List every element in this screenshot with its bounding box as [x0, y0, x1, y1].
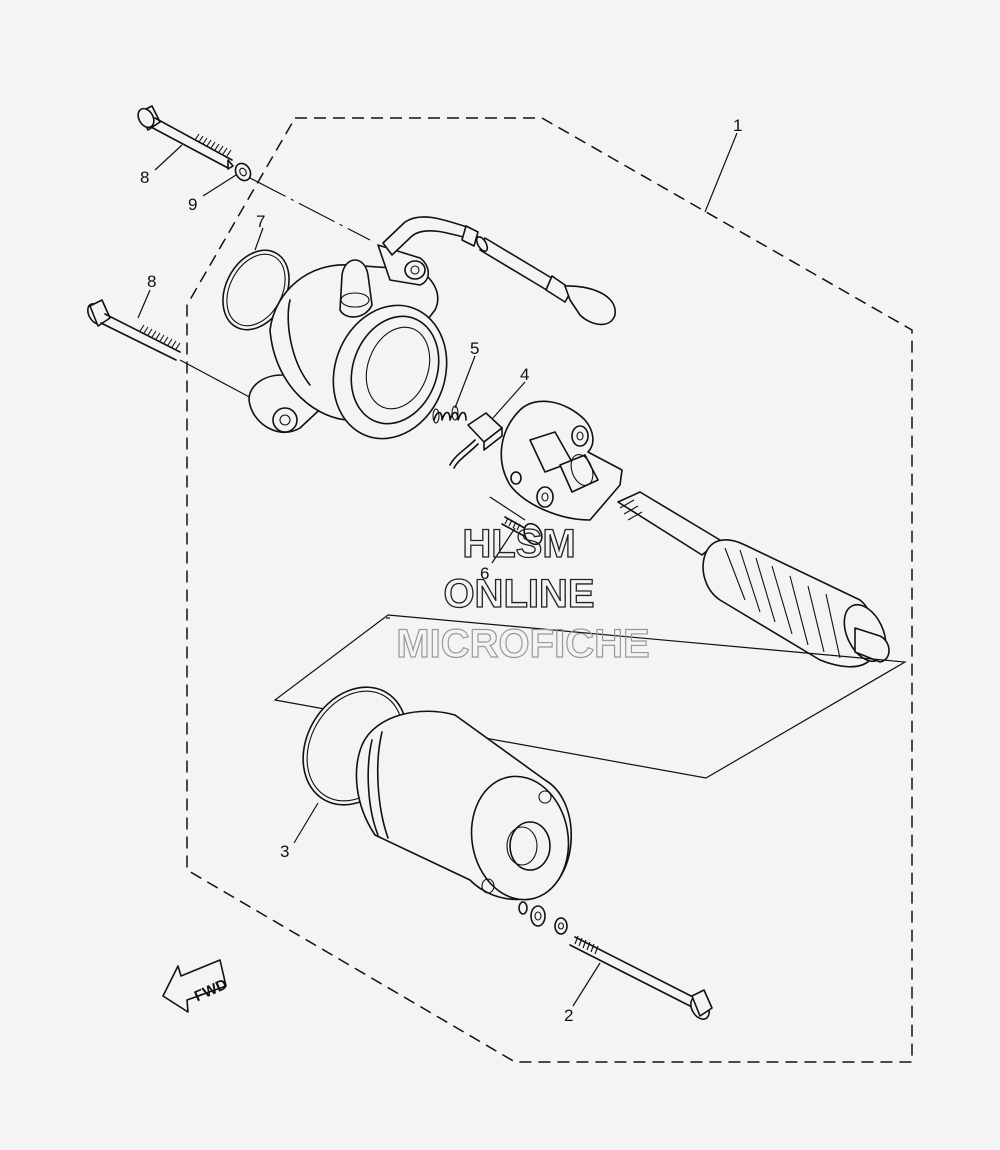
- brush-holder[interactable]: [500, 400, 623, 521]
- through-bolt[interactable]: [569, 935, 713, 1022]
- callout-1: 1: [733, 116, 742, 135]
- breather-hose[interactable]: [475, 235, 616, 326]
- center-line-screw: [489, 496, 526, 521]
- bolt-lower[interactable]: [84, 299, 181, 361]
- callout-5: 5: [470, 339, 479, 358]
- center-line-top: [249, 177, 371, 241]
- center-line-lower-bolt: [179, 359, 256, 401]
- assembly-boundary: [186, 117, 913, 1063]
- bolt-top[interactable]: [135, 105, 234, 170]
- fit-outline: [273, 614, 907, 779]
- callout-2: 2: [564, 1006, 573, 1025]
- callout-4: 4: [520, 365, 529, 384]
- rear-washers[interactable]: [518, 901, 568, 935]
- armature[interactable]: [617, 491, 894, 668]
- carbon-brush[interactable]: [449, 412, 503, 469]
- watermark-line1: HLSM: [462, 522, 575, 566]
- callout-8-lower: 8: [147, 272, 156, 291]
- fwd-arrow-icon: [162, 959, 227, 1013]
- callout-9: 9: [188, 195, 197, 214]
- callout-7: 7: [256, 212, 265, 231]
- yoke-body[interactable]: [355, 710, 578, 907]
- callout-8-top: 8: [140, 168, 149, 187]
- callout-6: 6: [480, 564, 489, 583]
- washer[interactable]: [232, 161, 253, 184]
- callout-3: 3: [280, 842, 289, 861]
- front-cover[interactable]: [248, 216, 479, 455]
- watermark-line2: ONLINE: [443, 572, 594, 616]
- watermark-line3: MICROFICHE: [396, 622, 649, 666]
- brush-spring[interactable]: [432, 405, 467, 424]
